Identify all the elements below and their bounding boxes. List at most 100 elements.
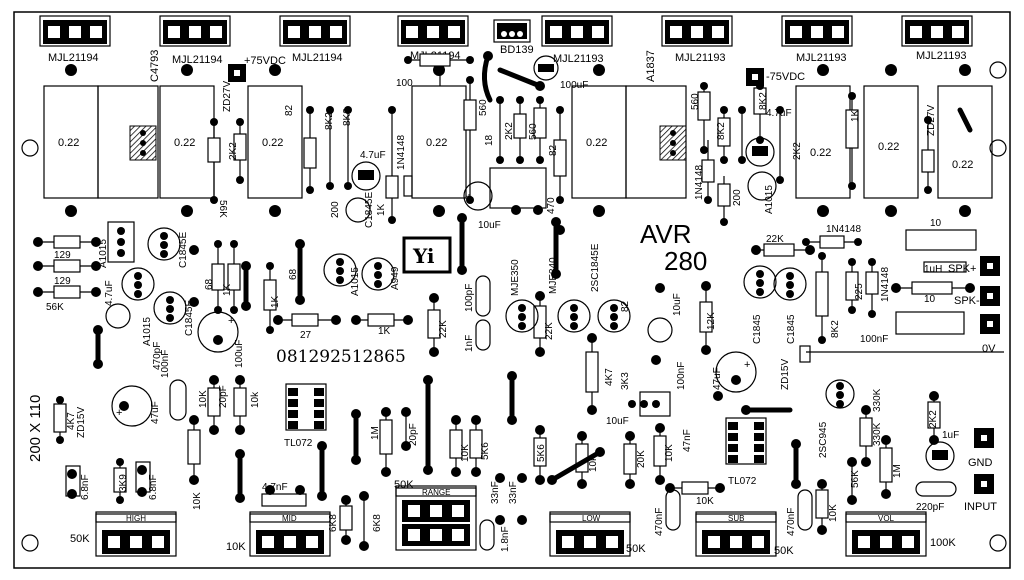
board-outline (13, 11, 1011, 569)
ic-tl072-left (285, 383, 327, 431)
label-560-c: 560 (690, 93, 701, 110)
label-spk-pos: SPK+ (948, 263, 976, 275)
label-33nf-a: 33nF (490, 481, 501, 504)
label-100pf: 100pF (464, 284, 475, 312)
label-re7: 0.22 (878, 141, 899, 153)
label-10k-low-b: 10k (250, 391, 261, 408)
label-100: 100 (396, 78, 413, 89)
pot-range-value: 50K (394, 479, 414, 491)
potentiometers: HIGH 50K MID 10K RANGE 50K LOW 50K (70, 479, 956, 557)
label-re8: 0.22 (952, 159, 973, 171)
pot-range: RANGE (395, 485, 477, 551)
label-8k2-d: 8K2 (716, 122, 727, 140)
label-a1015-low: A1015 (142, 317, 153, 346)
top-labels: ZD27V 2K2 82 8K2 8K2 4.7uF 1N4148 100 18… (217, 78, 937, 231)
label-200-left: 200 (330, 201, 341, 218)
label-1n4148-right: 1N4148 (694, 165, 705, 200)
label-1uf: 1uF (942, 430, 959, 441)
label-10-b: 10 (924, 294, 936, 305)
label-1m-right: 1M (892, 464, 903, 478)
label-1n4148-mid-b: 1N4148 (880, 267, 891, 302)
pot-sub-name: SUB (728, 514, 744, 523)
board-title: AVR (640, 219, 692, 249)
label-zd27v-left: ZD27V (222, 81, 233, 112)
label-10k-low-e: 10k (588, 455, 599, 472)
label-c1845-a: C1845 (752, 314, 763, 344)
label-8k2-c: 8K2 (758, 92, 769, 110)
label-q2: MJL21194 (172, 54, 223, 66)
label-1nf: 1nF (464, 335, 475, 352)
transistor-header (661, 15, 733, 47)
label-c1845e-low: C1845E (184, 300, 195, 336)
label-1k-right: 1K (850, 109, 861, 122)
svg-text:+: + (116, 407, 122, 419)
label-8k2-b: 8K2 (342, 108, 353, 126)
label-470nf-a: 470nF (654, 508, 665, 536)
label-470: 470 (546, 197, 557, 214)
label-spk-neg: SPK- (954, 295, 980, 307)
pot-range-name: RANGE (422, 488, 450, 497)
label-82-low: 82 (620, 300, 631, 312)
label-c1845e-mid: C1845E (178, 232, 189, 268)
label-input: INPUT (964, 501, 997, 513)
label-47uf-right: 4.7uF (766, 108, 792, 119)
label-82-left: 82 (284, 104, 295, 116)
label-5k6-a: 5K6 (480, 442, 491, 460)
label-0v: 0V (982, 343, 996, 355)
label-a1015-mid: A1015 (98, 239, 109, 268)
bd139-header (493, 19, 531, 43)
label-47uf-low-right: 47uF (712, 367, 723, 390)
transistor-header (781, 15, 853, 47)
label-1m-left: 1M (370, 426, 381, 440)
label-c1845e-top: C1845E (364, 192, 375, 228)
pot-low: LOW (549, 511, 631, 557)
label-8k2-mid: 8K2 (830, 320, 841, 338)
label-100nf-mid: 100nF (860, 334, 888, 345)
label-100nf-low-left: 100nF (160, 350, 171, 378)
label-68-b: 68 (288, 268, 299, 280)
label-re3: 0.22 (262, 137, 283, 149)
label-10k-low-c: 10K (460, 444, 471, 462)
mounting-holes (21, 61, 1007, 552)
label-2k2-left: 2K2 (228, 142, 239, 160)
label-6k8-a: 6K8 (328, 514, 339, 532)
label-re4: 0.22 (426, 137, 447, 149)
pot-vol-name: VOL (878, 514, 895, 523)
label-mje340: MJE340 (548, 257, 559, 294)
pot-vol-value: 100K (930, 537, 956, 549)
label-gnd: GND (968, 457, 993, 469)
bottom-labels: 6.8nF 3K9 6.8nF 4.7nF 6K8 6K8 33nF 33nF … (80, 474, 839, 552)
label-10k-low-a: 10K (198, 390, 209, 408)
label-10k-low-f: 10K (696, 496, 714, 507)
label-56k-top: 56K (217, 200, 228, 218)
driver-transistors: C4793 A1837 (97, 50, 687, 199)
label-a949: A949 (390, 266, 401, 290)
label-re1: 0.22 (58, 137, 79, 149)
svg-text:+: + (228, 315, 234, 327)
label-1k-mid-c: 1K (270, 295, 281, 308)
label-10uf-low: 10uF (606, 416, 629, 427)
board-size: 200 X 110 (27, 395, 44, 462)
label-tl072-left: TL072 (284, 438, 313, 449)
label-47uf-left: 4.7uF (360, 150, 386, 161)
label-neg-supply: -75VDC (766, 71, 805, 83)
label-re2: 0.22 (174, 137, 195, 149)
label-129-a: 129 (54, 250, 71, 261)
transistor-header (901, 15, 973, 47)
label-4k7-mid: 4K7 (604, 368, 615, 386)
label-47nf-bottom: 4.7nF (262, 482, 288, 493)
label-10uf-mid: 10uF (672, 293, 683, 316)
transistor-header (541, 15, 613, 47)
label-68-a: 68 (204, 278, 215, 290)
pot-low-name: LOW (582, 514, 601, 523)
label-225: 225 (854, 283, 865, 300)
label-1n4148-left: 1N4148 (396, 135, 407, 170)
label-re5: 0.22 (586, 137, 607, 149)
label-56k-mid: 56K (46, 302, 64, 313)
phone-number: 081292512865 (276, 347, 406, 367)
label-a1837: A1837 (645, 50, 657, 82)
label-47uf-low-left: 47uF (150, 401, 161, 424)
label-3k9: 3K9 (118, 474, 129, 492)
label-47nf: 47nF (682, 429, 693, 452)
pot-low-value: 50K (626, 543, 646, 555)
